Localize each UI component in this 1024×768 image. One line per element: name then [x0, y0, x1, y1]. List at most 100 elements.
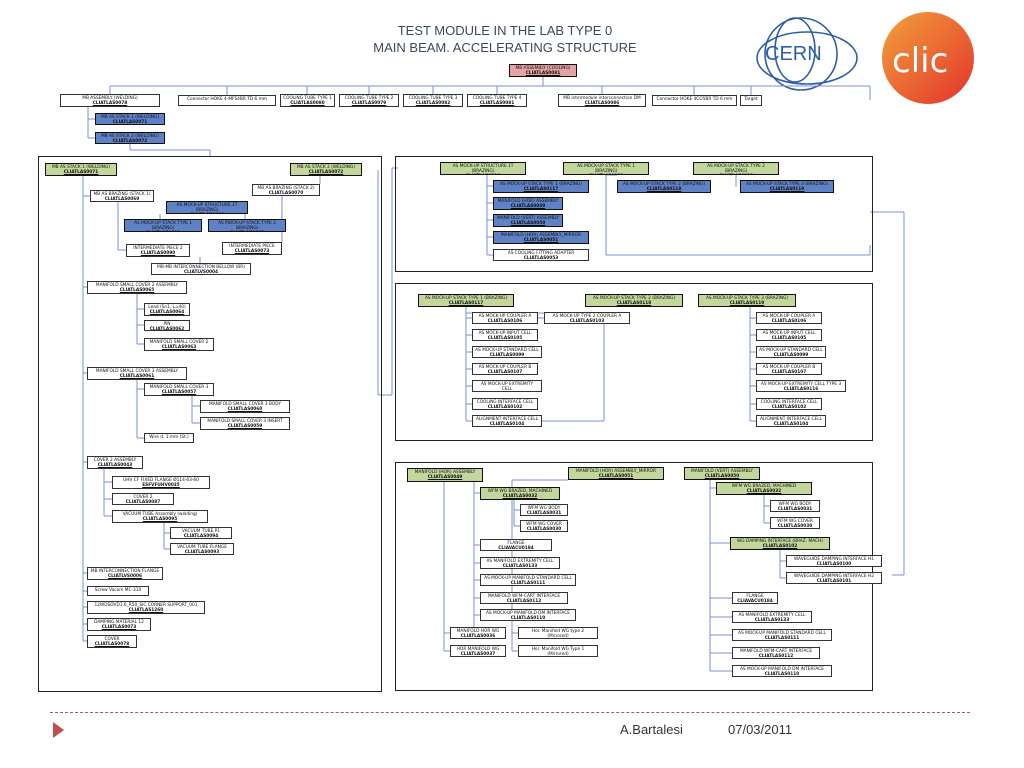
assembly-box-code: CLIATLAS0092: [211, 231, 283, 232]
assembly-box-label: COOLING INTERFACE CELL: [760, 400, 818, 405]
assembly-box-label: PIN: [163, 322, 171, 327]
assembly-box-code: CLIATLAS0060: [227, 407, 263, 413]
assembly-box-code: CLIATLAS0093: [184, 550, 220, 555]
assembly-box-label: COOLING TUBE TYPE 4: [472, 96, 522, 101]
assembly-box-code: CLIATLAS0114: [443, 174, 523, 175]
assembly-box: AS MOCK-UP STACK TYPE 2 (BRAZING)CLIATLA…: [208, 219, 286, 232]
assembly-box-code: CLIATLAS0031: [777, 507, 813, 512]
assembly-box: Screw Vacom MC-310: [87, 586, 149, 596]
assembly-box-label: MB AS STACK 1 (WELDING): [51, 165, 111, 170]
assembly-box: Lead (Sn1, L=40)CLIATLAS0064: [144, 303, 190, 316]
assembly-box-code: CLIATLAS0030: [777, 524, 813, 529]
assembly-box-label: MANIFOLD (VERT) ASSEMBLY: [497, 216, 559, 221]
assembly-box-label: MANIFOLD SMALL COVER 2 ASSEMBLY: [95, 283, 179, 288]
assembly-box-label: AS MOCK-UP STACK TYPE 1 (BRAZING): [577, 164, 635, 175]
assembly-box-label: MB AS STACK 2 (WELDING): [100, 134, 160, 139]
assembly-box: AS MOCK-UP STACK TYPE 1 (BRAZING)CLIATLA…: [418, 294, 514, 307]
assembly-box-label: MANIFOLD (HOR) ASSEMBLY_MIRROR: [575, 469, 657, 474]
assembly-box-code: CLIATLAS0102: [487, 405, 523, 410]
assembly-box-label: WFM WG BRAZED, MACHINED: [731, 484, 797, 489]
assembly-box-code: CLIATLAS0032: [502, 494, 538, 500]
assembly-box-code: CLIATLAS0061: [119, 374, 155, 380]
assembly-box-code: CLIATLAS0051: [598, 474, 634, 480]
assembly-box-label: WFM WG COVER: [777, 519, 813, 524]
assembly-box-code: CLIATLAS0078: [94, 642, 130, 648]
assembly-box: Connector HOKE 4CO5BR TD 6 mm: [652, 95, 737, 106]
assembly-box: AS MOCK-UP STACK TYPE 1 (BRAZING)CLIATLA…: [493, 180, 589, 193]
assembly-box-label: MANIFOLD SMALL COVER 3 INSERT: [207, 419, 283, 424]
assembly-box-code: CLIATLAS0118: [616, 301, 652, 307]
assembly-box: MB AS STACK 2 (WELDING)CLIATLAS0072: [95, 132, 165, 144]
assembly-box-code: CLIATLAS0095: [142, 517, 178, 523]
assembly-box-label: WAVEGUIDE DAMPING INTERFACE H1: [794, 557, 874, 562]
assembly-box-label: Wire d. 1 mm (St.): [149, 435, 189, 440]
assembly-box: VACUUM TUBE Assembly (welding)CLIATLAS00…: [112, 510, 208, 523]
assembly-box-code: CLIATLAS0113: [696, 174, 776, 175]
assembly-box-label: AS MANIFOLD EXTREMITY CELL: [486, 559, 554, 564]
play-triangle-icon: [53, 722, 64, 738]
assembly-box: AS MOCK-UP STRUCTURE 1T (BRAZING)CLIATLA…: [166, 201, 248, 214]
assembly-box: MB AS BRAZING (STACK 1)CLIATLAS0069: [90, 190, 154, 202]
assembly-box-label: COOLING INTERFACE CELL: [476, 400, 534, 405]
assembly-box-code: CLIATLAS0030: [526, 527, 562, 532]
assembly-box-label: Screw Vacom MC-310: [94, 588, 142, 593]
assembly-box-code: CLIATLAS0064: [149, 310, 185, 316]
assembly-box-label: AS MOCK-UP COUPLER A: [478, 314, 532, 319]
assembly-box-code: CLIATLAS0106: [771, 319, 807, 324]
assembly-box: MB AS STACK 2 (WELDING)CLIATLAS0072: [290, 163, 362, 176]
assembly-box-code: CLIATLAS0090: [140, 251, 176, 257]
assembly-box-code: CLIATLAS0071: [112, 120, 148, 125]
assembly-box-label: AS MOCK-UP EXTREMITY CELL TYPE 3: [760, 382, 842, 387]
assembly-box-code: CLIATLAS0036: [460, 634, 496, 639]
assembly-box-label: WG DAMPING INTERFACE (BRAZ. MACH): [737, 539, 823, 544]
assembly-box-code: CLIATLAS0119: [769, 187, 805, 193]
assembly-box-code: CLIATLAS0032: [746, 489, 782, 495]
assembly-box-code: CLIATLAS0031: [526, 511, 562, 516]
assembly-box-code: CLIATLVS0006: [108, 574, 142, 580]
assembly-box-code: CLIATLAS0107: [771, 370, 807, 375]
assembly-box-code: CLIATLAS0099: [489, 353, 525, 358]
assembly-box: Hor. Manifold WG type 2 (Mirrored)CLIATL…: [518, 627, 598, 639]
assembly-box-code: CLIATLAS0094: [183, 534, 219, 539]
assembly-box-code: CLIATLAS0057: [161, 390, 197, 396]
assembly-box-label: AS MOCK-UP MANIFOLD STANDARD CELL: [738, 631, 826, 636]
assembly-box-label: Lead (Sn1, L=40): [148, 305, 186, 310]
assembly-box-label: AS MOCK-UP STACK TYPE 3 (BRAZING): [745, 182, 829, 187]
assembly-box-label: 12WDSDVD1.6_R50_SIC CORNER SUPPORT_001: [94, 603, 198, 608]
assembly-box-label: ALIGNMENT INTERFACE CELL: [759, 417, 823, 422]
assembly-box: AS MOCK-UP EXTREMITY CELLCLIATLAS0108: [472, 380, 542, 392]
footer-author: A.Bartalesi: [620, 722, 683, 737]
assembly-box-code: CLIATLAS0065: [119, 288, 155, 294]
assembly-box-label: AS MOCK-UP STRUCTURE 1T (BRAZING): [452, 164, 514, 175]
mb-stack-frame: [38, 156, 382, 692]
assembly-box-label: AS MOCK-UP TYPE 2 COUPLER A: [552, 314, 622, 319]
assembly-box-code: CLIATLAS0117: [523, 187, 559, 193]
assembly-box-code: CLIATLAS0087: [125, 500, 161, 505]
assembly-box-label: MB AS BRAZING (STACK 1): [93, 192, 151, 197]
assembly-box-label: COOLING TUBE TYPE 2: [344, 96, 394, 101]
assembly-box-code: CLIATLAS1260: [128, 608, 164, 614]
assembly-box-label: AS MANIFOLD EXTREMITY CELL: [738, 613, 806, 618]
assembly-box-code: CLIATLAS0069: [104, 197, 140, 202]
assembly-box-label: AS MOCK-UP MANIFOLD DM INTERFACE: [485, 611, 571, 616]
assembly-box-label: VACUUM TUBE Assembly (welding): [122, 512, 198, 517]
assembly-box-code: CLIATLAS0105: [487, 336, 523, 341]
assembly-box-code: CLIATLAS0133: [754, 618, 790, 623]
